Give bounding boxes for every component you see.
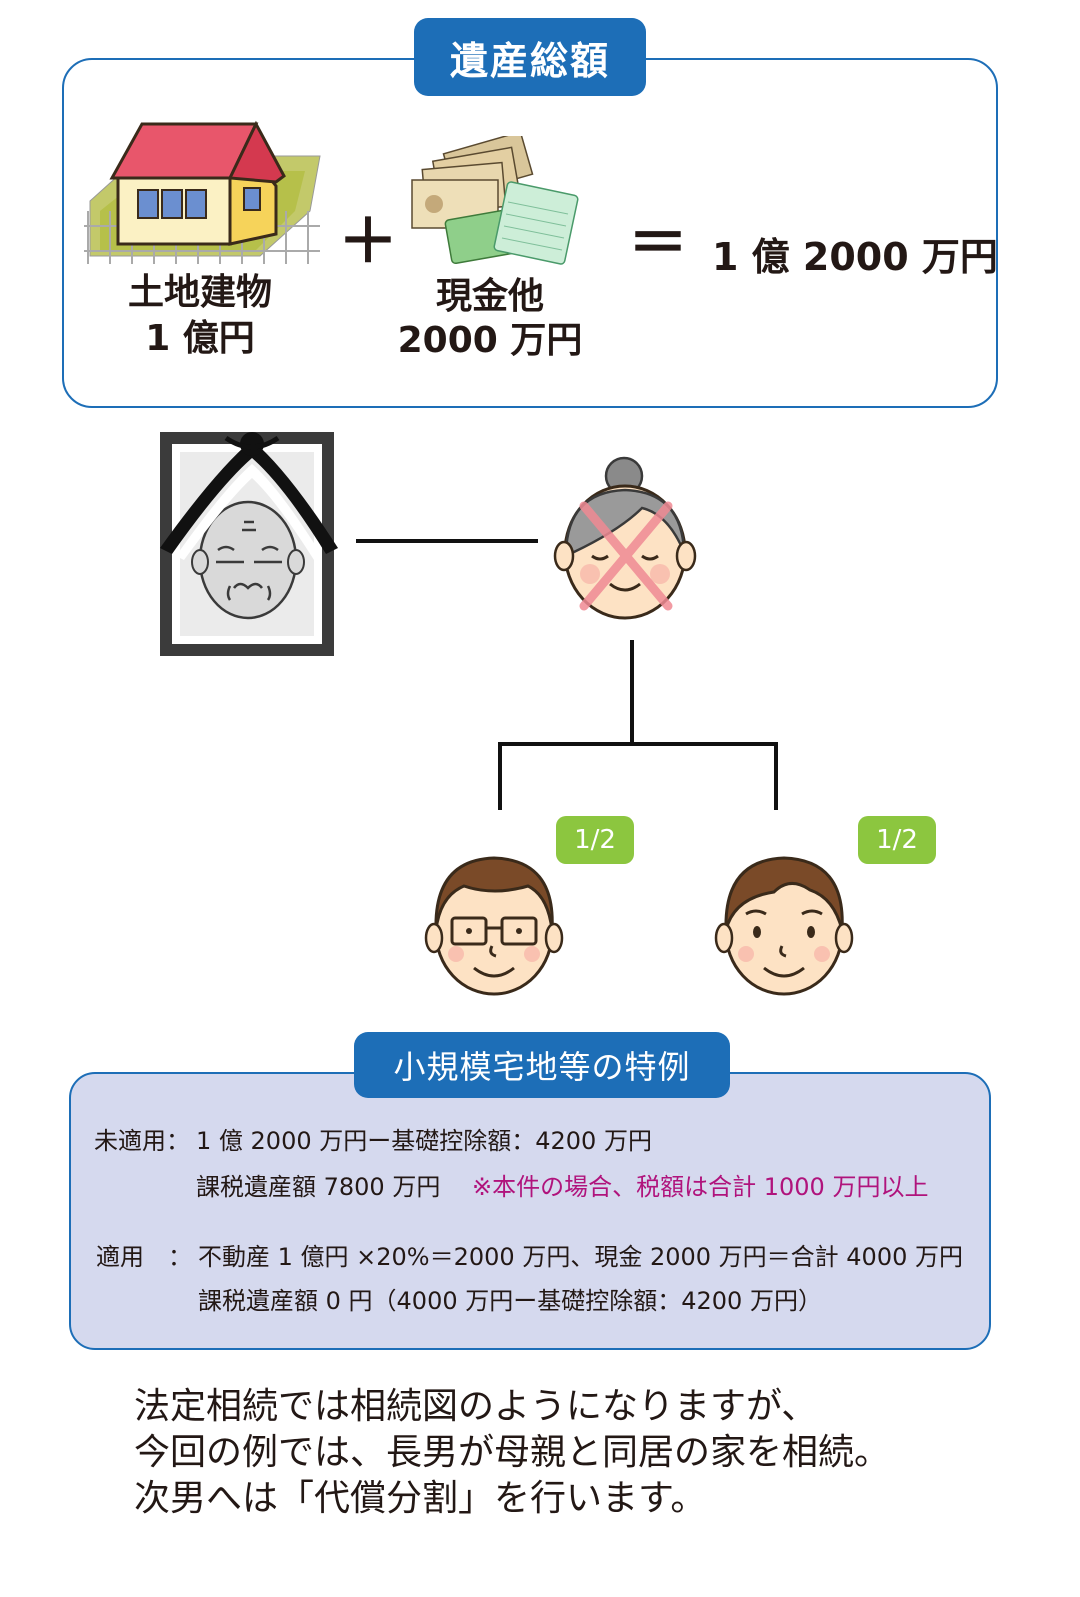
plus-sign: ＋	[338, 207, 398, 277]
unapplied-line2: 課税遺産額 7800 万円	[196, 1173, 441, 1201]
applied-line2: 課税遺産額 0 円（4000 万円ー基礎控除額：4200 万円）	[198, 1287, 822, 1315]
applied-line1: 不動産 1 億円 ×20%＝2000 万円、現金 2000 万円＝合計 4000…	[198, 1243, 963, 1271]
eldest-son-icon	[424, 856, 564, 996]
house-icon	[84, 120, 321, 264]
land-label: 土地建物	[127, 272, 272, 313]
footer-line1: 法定相続では相続図のようになりますが、	[134, 1386, 818, 1427]
share-badge-eldest: 1/2	[556, 816, 634, 864]
second-son-icon	[714, 856, 854, 996]
cash-label: 現金他	[435, 276, 544, 317]
special-rule-box	[69, 1072, 991, 1350]
equals-sign: ＝	[628, 209, 688, 279]
estate-title: 遺産総額	[414, 18, 646, 96]
applied-label: 適用 ：	[96, 1243, 192, 1271]
share-badge-second: 1/2	[858, 816, 936, 864]
unapplied-note: ※本件の場合、税額は合計 1000 万円以上	[472, 1173, 929, 1201]
footer-line3: 次男へは「代償分割」を行います。	[134, 1478, 707, 1519]
unapplied-label: 未適用：	[94, 1127, 190, 1155]
footer-text: 法定相続では相続図のようになりますが、 今回の例では、長男が母親と同居の家を相続…	[134, 1384, 890, 1522]
family-tree-lines	[356, 539, 778, 810]
cash-icon	[411, 136, 579, 265]
spouse-icon	[553, 456, 697, 620]
special-rule-title: 小規模宅地等の特例	[354, 1032, 730, 1098]
estate-total-value: 1 億 2000 万円	[712, 235, 998, 279]
land-value: 1 億円	[145, 318, 255, 359]
cash-value: 2000 万円	[397, 320, 583, 361]
footer-line2: 今回の例では、長男が母親と同居の家を相続。	[134, 1432, 891, 1473]
unapplied-line1: 1 億 2000 万円ー基礎控除額：4200 万円	[196, 1127, 652, 1155]
deceased-portrait-icon	[160, 432, 338, 656]
